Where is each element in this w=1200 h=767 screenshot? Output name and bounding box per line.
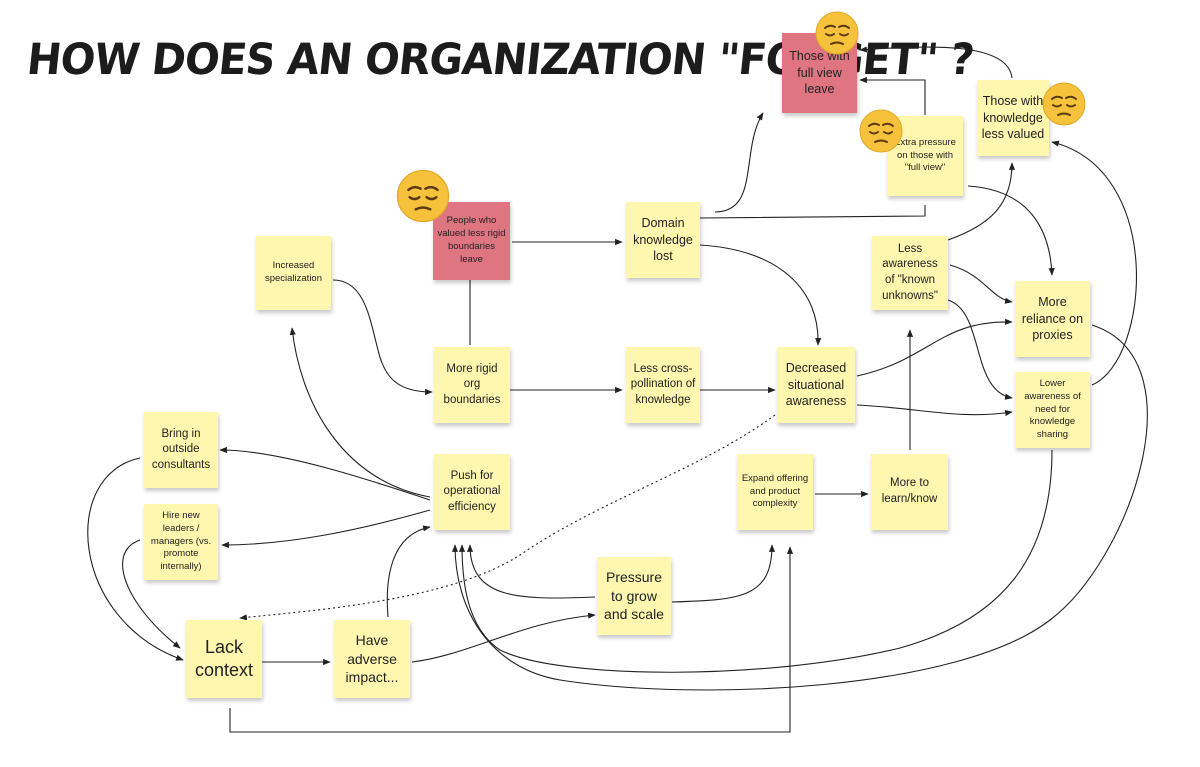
arrow-extra-to-reliance (967, 185, 1055, 276)
note-lower-awareness-knowledge-sharing: Lower awareness of need for knowledge sh… (1015, 372, 1090, 448)
note-have-adverse-impact: Have adverse impact... (334, 620, 410, 698)
note-bring-in-outside-consultants: Bring in outside consultants (144, 412, 218, 488)
arrow-hire-to-lack (122, 539, 181, 649)
arrow-decreased-to-lack (239, 414, 776, 621)
note-hire-new-leaders-managers: Hire new leaders / managers (vs. promote… (144, 504, 218, 580)
arrow-domain-to-decreased (699, 244, 822, 346)
arrow-extra-to-fullview (859, 76, 926, 115)
note-push-for-operational-efficiency: Push for operational efficiency (434, 454, 510, 530)
arrow-lessaware-to-lower (947, 299, 1013, 400)
arrow-decreased-to-reliance (856, 318, 1013, 377)
note-less-cross-pollination: Less cross-pollination of knowledge (626, 347, 700, 423)
arrow-lack-to-expand (229, 546, 794, 733)
note-domain-knowledge-lost: Domain knowledge lost (626, 202, 700, 278)
note-pressure-to-grow-and-scale: Pressure to grow and scale (597, 557, 671, 635)
note-people-valued-less-rigid-leave: People who valued less rigid boundaries … (433, 202, 510, 280)
note-more-rigid-org-boundaries: More rigid org boundaries (434, 347, 510, 423)
arrow-lessaware-to-reliance (949, 264, 1013, 304)
arrow-specialization-to-rigid (332, 279, 433, 396)
arrow-knowledge-to-fullview (859, 46, 1013, 79)
pensive-face-icon (815, 11, 859, 55)
arrow-lessaware-to-knowledge (947, 162, 1016, 241)
note-increased-specialization: Increased specialization (256, 236, 331, 310)
line-domain-to-extra (699, 205, 926, 219)
note-more-reliance-on-proxies: More reliance on proxies (1015, 281, 1090, 357)
arrow-push-to-hire (221, 509, 431, 549)
arrow-pressure-to-expand (671, 544, 776, 603)
note-less-awareness-known-unknowns: Less awareness of "known unknowns" (872, 236, 948, 310)
pensive-face-icon (396, 169, 450, 223)
arrow-push-to-specialization (289, 327, 431, 498)
note-those-with-knowledge-less-valued: Those with knowledge less valued (977, 80, 1049, 156)
note-lack-context: Lack context (186, 620, 262, 698)
arrow-adverse-to-push (386, 525, 431, 618)
arrow-decreased-to-lower (856, 404, 1013, 417)
pensive-face-icon (859, 109, 903, 153)
note-decreased-situational-awareness: Decreased situational awareness (777, 347, 855, 423)
arrow-lower-to-knowledge (1051, 140, 1137, 386)
arrow-pressure-to-push (466, 544, 596, 599)
note-expand-offering-product-complexity: Expand offering and product complexity (737, 454, 813, 530)
arrow-consultants-to-lack (87, 457, 184, 661)
note-more-to-learn-know: More to learn/know (871, 454, 948, 530)
pensive-face-icon (1042, 82, 1086, 126)
arrow-domain-to-fullview (714, 112, 764, 213)
arrow-reliance-to-push (451, 324, 1148, 691)
arrow-lowerbottom-to-push (458, 449, 1053, 673)
arrow-adverse-to-pressure (411, 612, 596, 663)
arrow-push-to-consultants (219, 446, 431, 501)
